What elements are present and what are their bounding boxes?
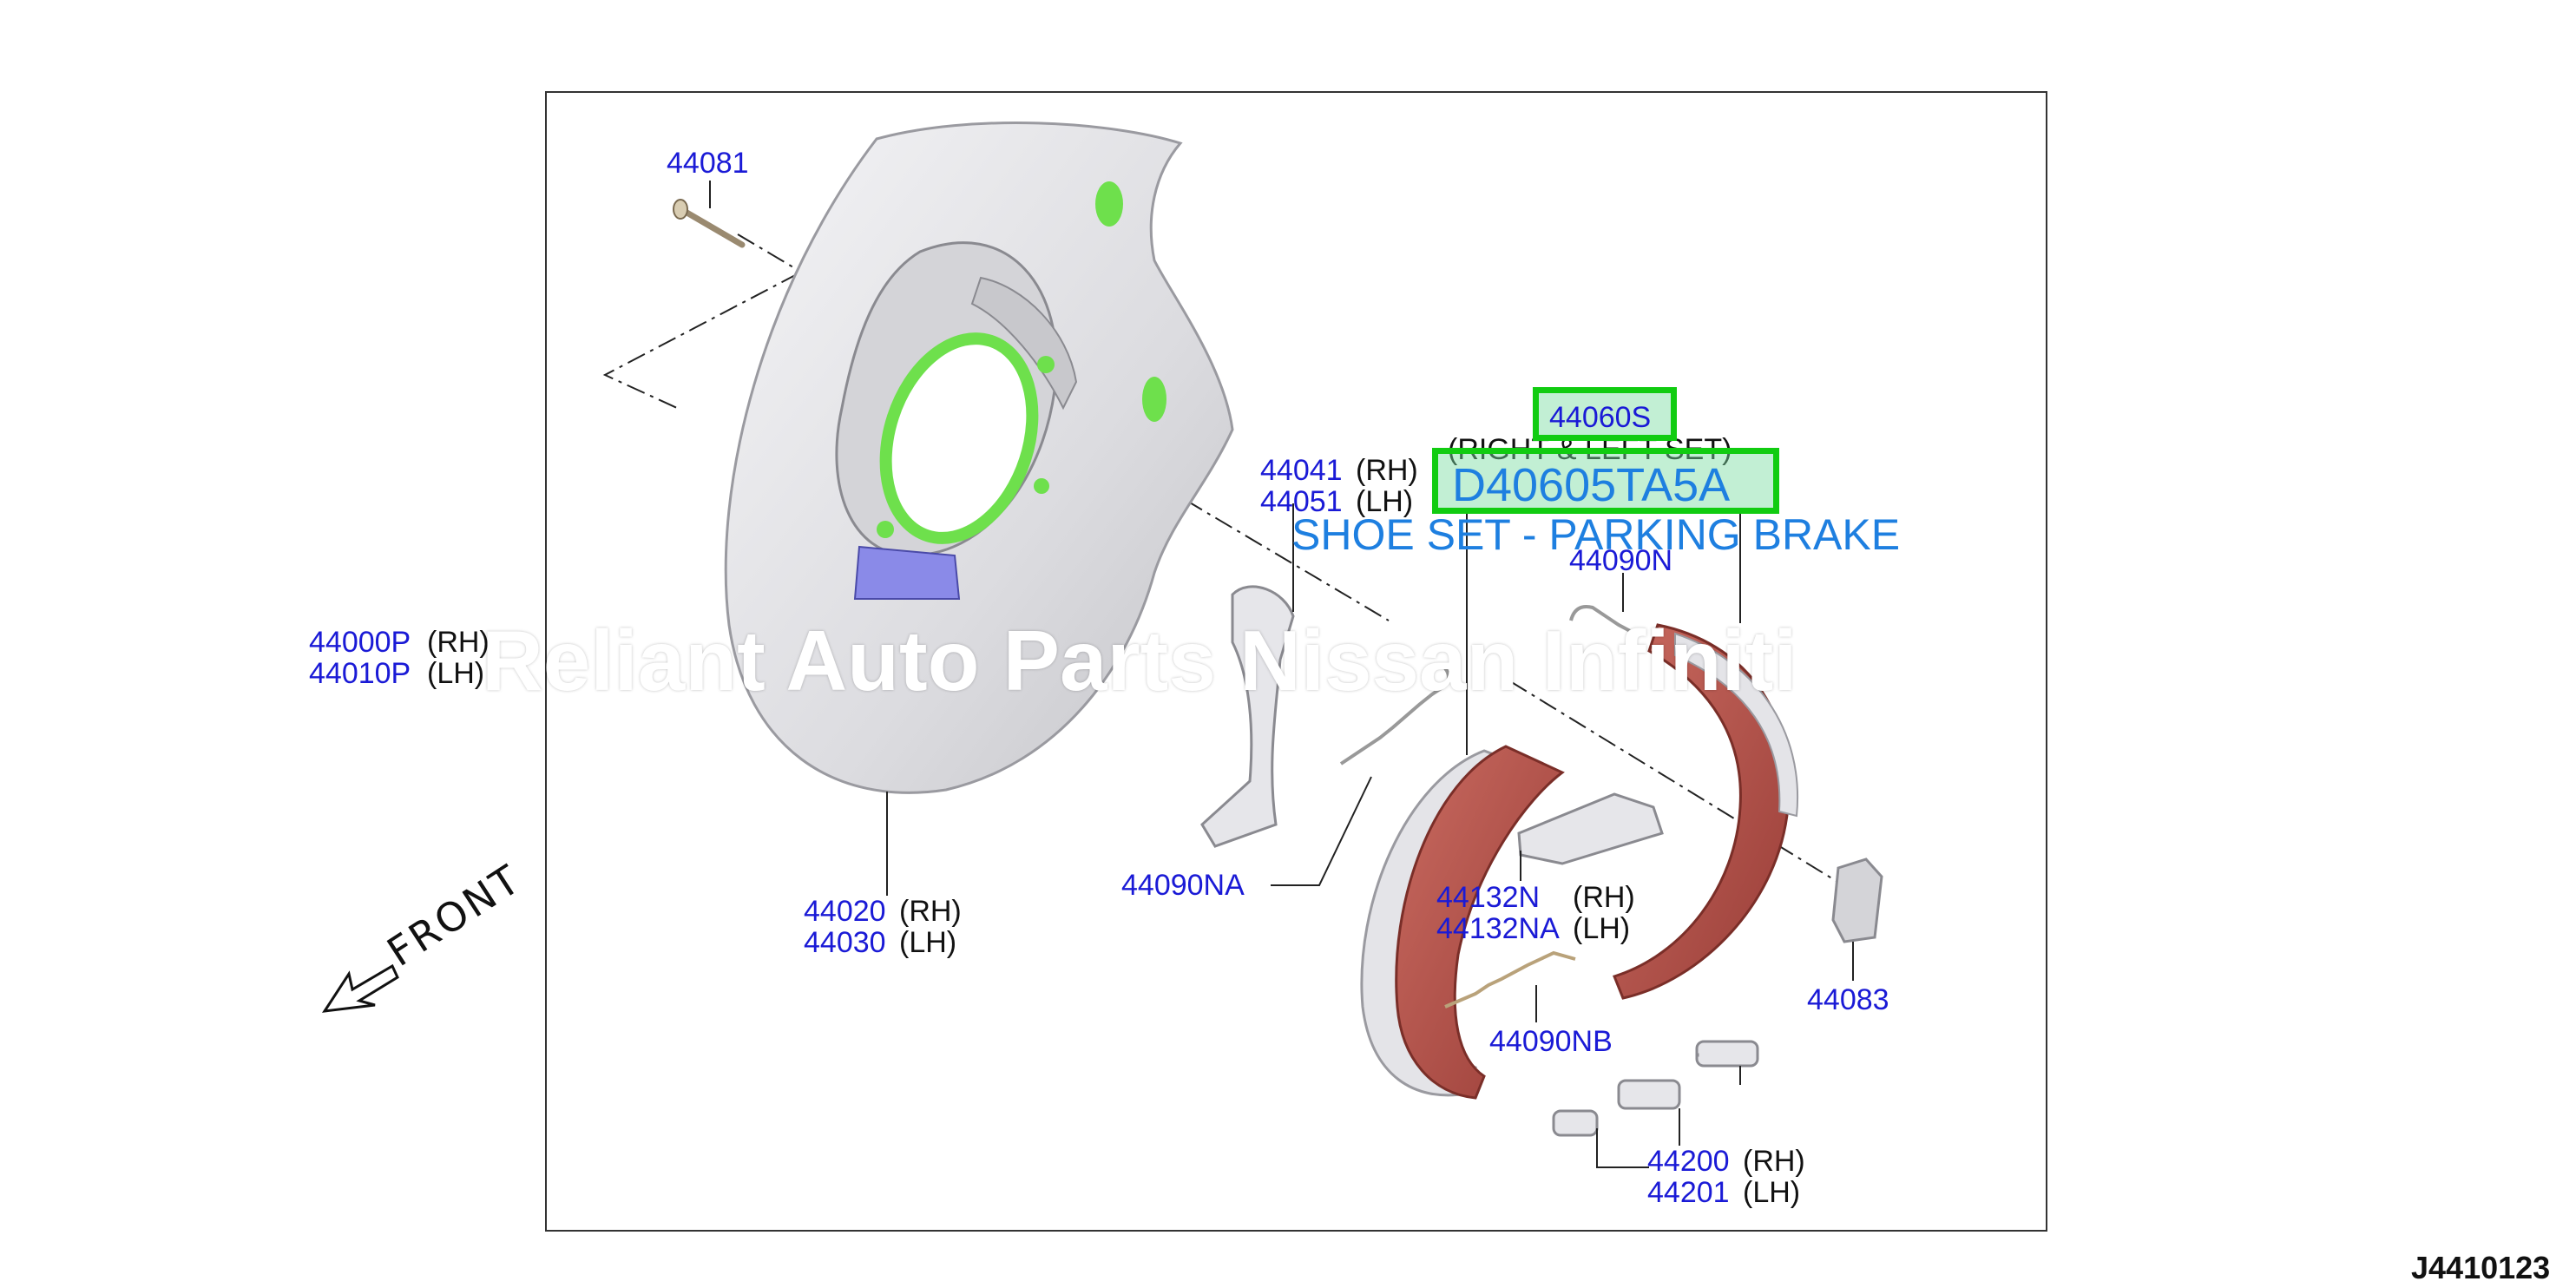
adjuster-lever — [1200, 585, 1295, 848]
side-rh: (RH) — [1743, 1145, 1805, 1178]
callout-44201[interactable]: 44201 — [1647, 1176, 1730, 1209]
brake-shoe-left — [1360, 745, 1565, 1100]
callout-44051[interactable]: 44051 — [1260, 485, 1343, 518]
side-lh: (LH) — [427, 657, 485, 690]
callout-44132N[interactable]: 44132N — [1436, 881, 1541, 914]
side-rh: (RH) — [899, 895, 962, 928]
side-rh: (RH) — [427, 626, 490, 659]
side-lh: (LH) — [899, 926, 957, 959]
replacement-part-number[interactable]: D40605TA5A — [1452, 459, 1731, 511]
strut — [1517, 792, 1664, 865]
callout-44000P[interactable]: 44000P — [309, 626, 411, 659]
callout-44090N[interactable]: 44090N — [1569, 544, 1673, 577]
leader-lines — [709, 181, 1854, 1168]
callout-44090NA[interactable]: 44090NA — [1121, 869, 1245, 902]
hub-bolt — [673, 199, 746, 248]
highlight-box-44060S[interactable]: 44060S — [1533, 387, 1677, 441]
spring-44090NB — [1444, 950, 1576, 1009]
callout-44083[interactable]: 44083 — [1807, 983, 1889, 1016]
callout-44081[interactable]: 44081 — [667, 147, 749, 180]
retaining-clip — [1831, 858, 1883, 943]
adjuster-assembly — [1552, 1040, 1759, 1137]
front-arrow-icon — [321, 963, 399, 1013]
callout-44041[interactable]: 44041 — [1260, 454, 1343, 487]
callout-44010P[interactable]: 44010P — [309, 657, 411, 690]
watermark-text: Reliant Auto Parts Nissan Infiniti — [482, 613, 1797, 708]
side-rh: (RH) — [1356, 454, 1418, 487]
callout-44090NB[interactable]: 44090NB — [1489, 1025, 1613, 1058]
callout-44200[interactable]: 44200 — [1647, 1145, 1730, 1178]
side-lh: (LH) — [1573, 912, 1631, 945]
callout-44132NA[interactable]: 44132NA — [1436, 912, 1560, 945]
callout-44020[interactable]: 44020 — [804, 895, 886, 928]
side-lh: (LH) — [1743, 1176, 1801, 1209]
callout-44060S[interactable]: 44060S — [1549, 401, 1652, 434]
spring-44090N — [1569, 605, 1633, 634]
side-rh: (RH) — [1573, 881, 1635, 914]
highlight-box-replacement[interactable]: D40605TA5A — [1432, 448, 1779, 514]
part-description: SHOE SET - PARKING BRAKE — [1291, 510, 1901, 559]
diagram-id: J4410123 — [2411, 1250, 2551, 1285]
callout-44030[interactable]: 44030 — [804, 926, 886, 959]
backing-plate — [724, 122, 1234, 794]
side-lh: (LH) — [1356, 485, 1414, 518]
diagram-frame — [545, 91, 2047, 1232]
spring-44090NA — [1339, 667, 1450, 766]
brake-shoe-right — [1613, 623, 1799, 1000]
